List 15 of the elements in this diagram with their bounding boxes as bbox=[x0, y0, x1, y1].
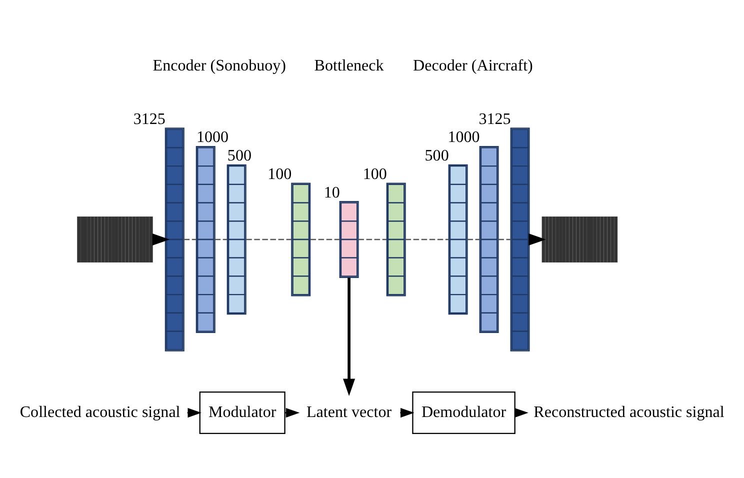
label: Encoder (Sonobuoy) bbox=[152, 56, 286, 74]
node-text: Reconstructed acoustic signal bbox=[534, 404, 724, 421]
node-label: 500 bbox=[424, 147, 449, 164]
node-label: 100 bbox=[362, 165, 387, 182]
node-label: 10 bbox=[324, 184, 340, 201]
node-label: 1000 bbox=[448, 128, 480, 146]
label: Bottleneck bbox=[314, 56, 384, 74]
node-label: 1000 bbox=[196, 128, 229, 146]
node-label: 3125 bbox=[478, 110, 511, 128]
label: Decoder (Aircraft) bbox=[413, 56, 533, 74]
node-text: Latent vector bbox=[306, 404, 392, 421]
node-text: Collected acoustic signal bbox=[20, 404, 180, 421]
node-label: 500 bbox=[227, 147, 252, 164]
node-label: 100 bbox=[268, 165, 292, 182]
node-label: 3125 bbox=[133, 110, 166, 128]
